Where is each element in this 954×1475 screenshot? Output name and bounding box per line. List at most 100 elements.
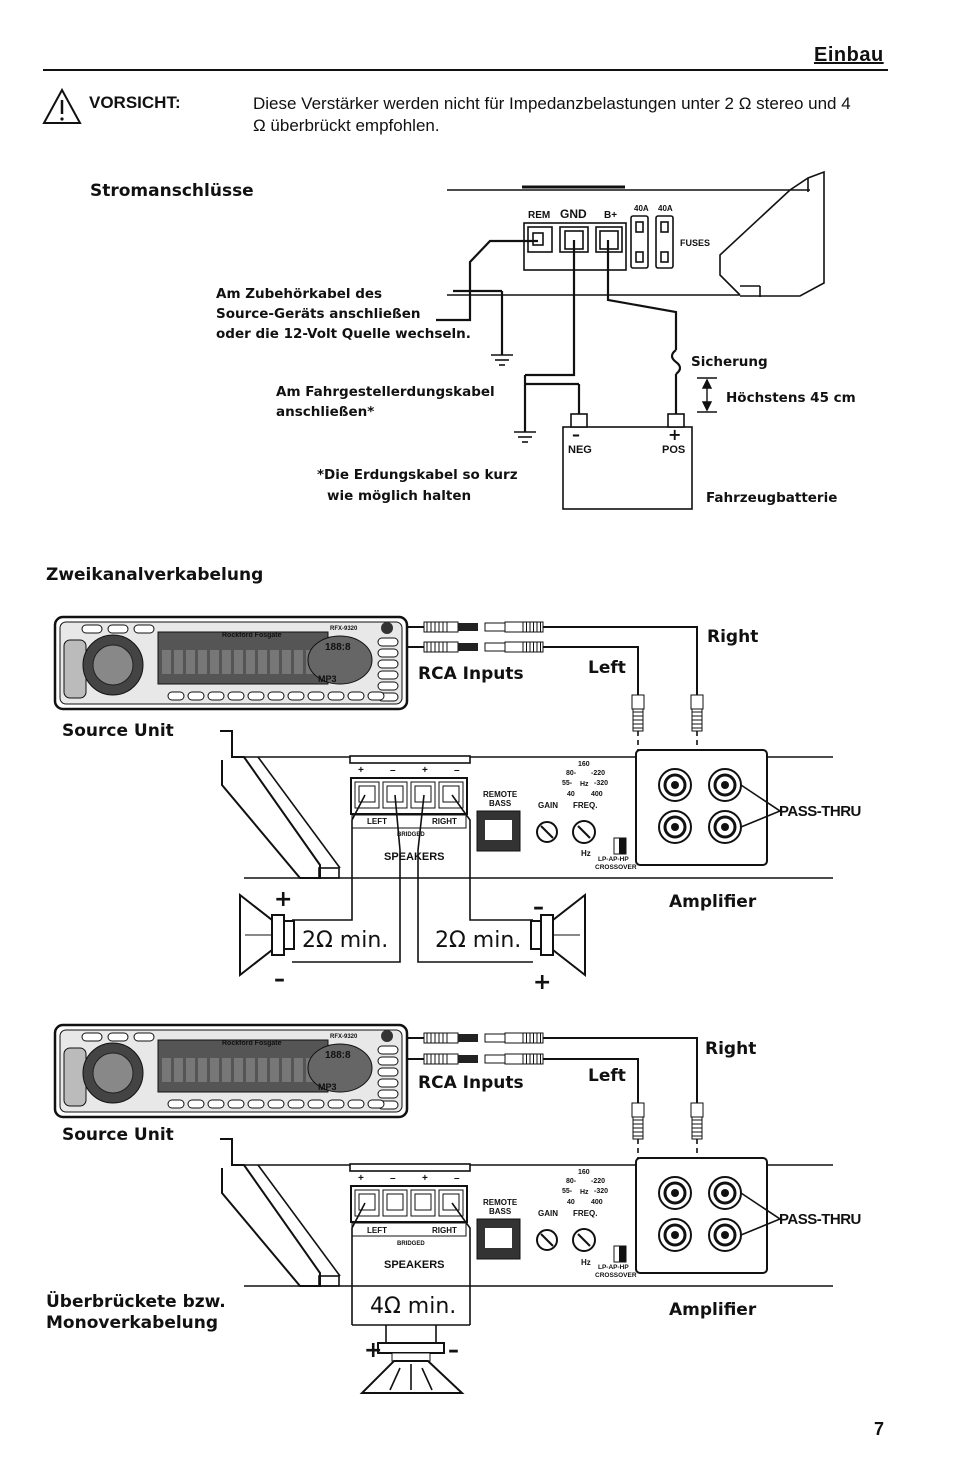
ground-symbol-2 bbox=[514, 431, 536, 443]
svg-text:80-: 80- bbox=[566, 770, 577, 777]
stereo-rca-inputs-label: RCA Inputs bbox=[418, 664, 524, 684]
svg-text:-320: -320 bbox=[594, 780, 608, 787]
preset-button bbox=[167, 691, 185, 701]
stereo-load-left: 2Ω min. bbox=[302, 928, 389, 953]
svg-text:40: 40 bbox=[567, 791, 575, 798]
bridged-left-label: Left bbox=[588, 1066, 626, 1086]
bridged-speaker bbox=[359, 1342, 465, 1394]
page-number: 7 bbox=[874, 1419, 885, 1439]
head-unit-side-button bbox=[377, 648, 399, 658]
warning-label: VORSICHT: bbox=[89, 93, 181, 112]
svg-text:400: 400 bbox=[591, 791, 603, 798]
stereo-freq-label: FREQ. bbox=[573, 801, 598, 810]
preset-button bbox=[227, 691, 245, 701]
stereo-spk-left-label: LEFT bbox=[367, 817, 387, 826]
rca-jack bbox=[484, 642, 506, 652]
max-distance-label: Höchstens 45 cm bbox=[726, 390, 856, 406]
stereo-amplifier-label: Amplifier bbox=[669, 892, 757, 912]
head-unit-clock: 188:8 bbox=[325, 1050, 351, 1061]
svg-text:+: + bbox=[358, 765, 364, 776]
bridged-amplifier-label: Amplifier bbox=[669, 1300, 757, 1320]
head-unit-top-button bbox=[107, 1032, 129, 1042]
stereo-gain-label: GAIN bbox=[538, 801, 558, 810]
rca-plug bbox=[423, 621, 459, 633]
model-label: RFX-9320 bbox=[330, 1034, 358, 1040]
preset-button bbox=[247, 691, 265, 701]
bridged-bass-label: BASS bbox=[489, 1207, 512, 1216]
bridged-rca-inputs-label: RCA Inputs bbox=[418, 1073, 524, 1093]
head-unit-disc-display bbox=[307, 635, 373, 685]
stereo-speakers-label: SPEAKERS bbox=[384, 851, 445, 863]
chassis-note-line1: Am Fahrgestellerdungskabel bbox=[276, 384, 495, 400]
preset-button bbox=[287, 691, 305, 701]
bridged-pass-thru-label: PASS-THRU bbox=[779, 1211, 861, 1228]
preset-button bbox=[327, 1099, 345, 1109]
stereo-left-spk-plus: + bbox=[274, 887, 293, 912]
preset-button bbox=[367, 1099, 385, 1109]
bridged-crossover-line1: LP-AP-HP bbox=[598, 1264, 629, 1271]
ground-note-line1: *Die Erdungskabel so kurz bbox=[317, 467, 518, 483]
head-unit-disc-display bbox=[307, 1043, 373, 1093]
svg-text:80-: 80- bbox=[566, 1178, 577, 1185]
svg-text:55-: 55- bbox=[562, 1188, 573, 1195]
svg-text:Hz: Hz bbox=[580, 1189, 589, 1196]
preset-button bbox=[307, 1099, 325, 1109]
preset-button bbox=[287, 1099, 305, 1109]
svg-text:+: + bbox=[358, 1173, 364, 1184]
head-unit-eject bbox=[63, 639, 87, 699]
terminal-gnd-label: GND bbox=[560, 207, 587, 221]
preset-button bbox=[347, 691, 365, 701]
bridged-hz-label: Hz bbox=[581, 1258, 591, 1267]
stereo-right-spk-minus: – bbox=[533, 895, 544, 920]
battery-neg-label: NEG bbox=[568, 444, 592, 456]
svg-text:+: + bbox=[422, 1173, 428, 1184]
svg-text:–: – bbox=[390, 1173, 396, 1184]
bridged-spk-minus: – bbox=[448, 1338, 459, 1363]
bridged-gain-label: GAIN bbox=[538, 1209, 558, 1218]
bridged-spk-left-label: LEFT bbox=[367, 1226, 387, 1235]
bridged-speaker-wiring bbox=[351, 1202, 471, 1394]
rca-cables bbox=[407, 621, 704, 757]
pass-thru-panel bbox=[635, 1157, 768, 1274]
model-label: RFX-9320 bbox=[330, 626, 358, 632]
stereo-spk-right-label: RIGHT bbox=[432, 817, 457, 826]
stereo-crossover-line2: CROSSOVER bbox=[595, 864, 637, 871]
preset-button bbox=[307, 691, 325, 701]
fuse-label: Sicherung bbox=[691, 354, 768, 370]
head-unit-side-button bbox=[377, 1078, 399, 1088]
preset-button bbox=[187, 1099, 205, 1109]
ground-symbol-1 bbox=[491, 354, 513, 366]
svg-text:-320: -320 bbox=[594, 1188, 608, 1195]
svg-text:-220: -220 bbox=[591, 770, 605, 777]
preset-button bbox=[187, 691, 205, 701]
rca-plug bbox=[423, 641, 459, 653]
bridged-title-line2: Monoverkabelung bbox=[46, 1313, 219, 1333]
stereo-bass-label: BASS bbox=[489, 799, 512, 808]
stereo-left-label: Left bbox=[588, 658, 626, 678]
terminal-rem-label: REM bbox=[528, 210, 551, 221]
section-header: Einbau bbox=[814, 44, 884, 66]
bridged-source-unit-label: Source Unit bbox=[62, 1125, 174, 1145]
svg-text:160: 160 bbox=[578, 1169, 590, 1176]
head-unit-side-button bbox=[377, 637, 399, 647]
remote-note-line1: Am Zubehörkabel des bbox=[216, 286, 383, 302]
battery-pos-label: POS bbox=[662, 444, 686, 456]
speaker-cone bbox=[239, 892, 295, 978]
bridged-bridged-label: BRIDGED bbox=[397, 1241, 425, 1247]
ground-note-line2: wie möglich halten bbox=[327, 488, 472, 504]
rca-jack bbox=[484, 1033, 506, 1043]
stereo-pass-thru-label: PASS-THRU bbox=[779, 803, 861, 820]
power-section-title: Stromanschlüsse bbox=[90, 181, 254, 201]
battery-plus-sign: + bbox=[668, 425, 682, 444]
bridged-spk-plus: + bbox=[364, 1338, 383, 1363]
rca-plug bbox=[423, 1053, 459, 1065]
fuse1-rating: 40A bbox=[634, 204, 649, 213]
brand-logo: Rockford Fosgate bbox=[222, 1040, 282, 1047]
